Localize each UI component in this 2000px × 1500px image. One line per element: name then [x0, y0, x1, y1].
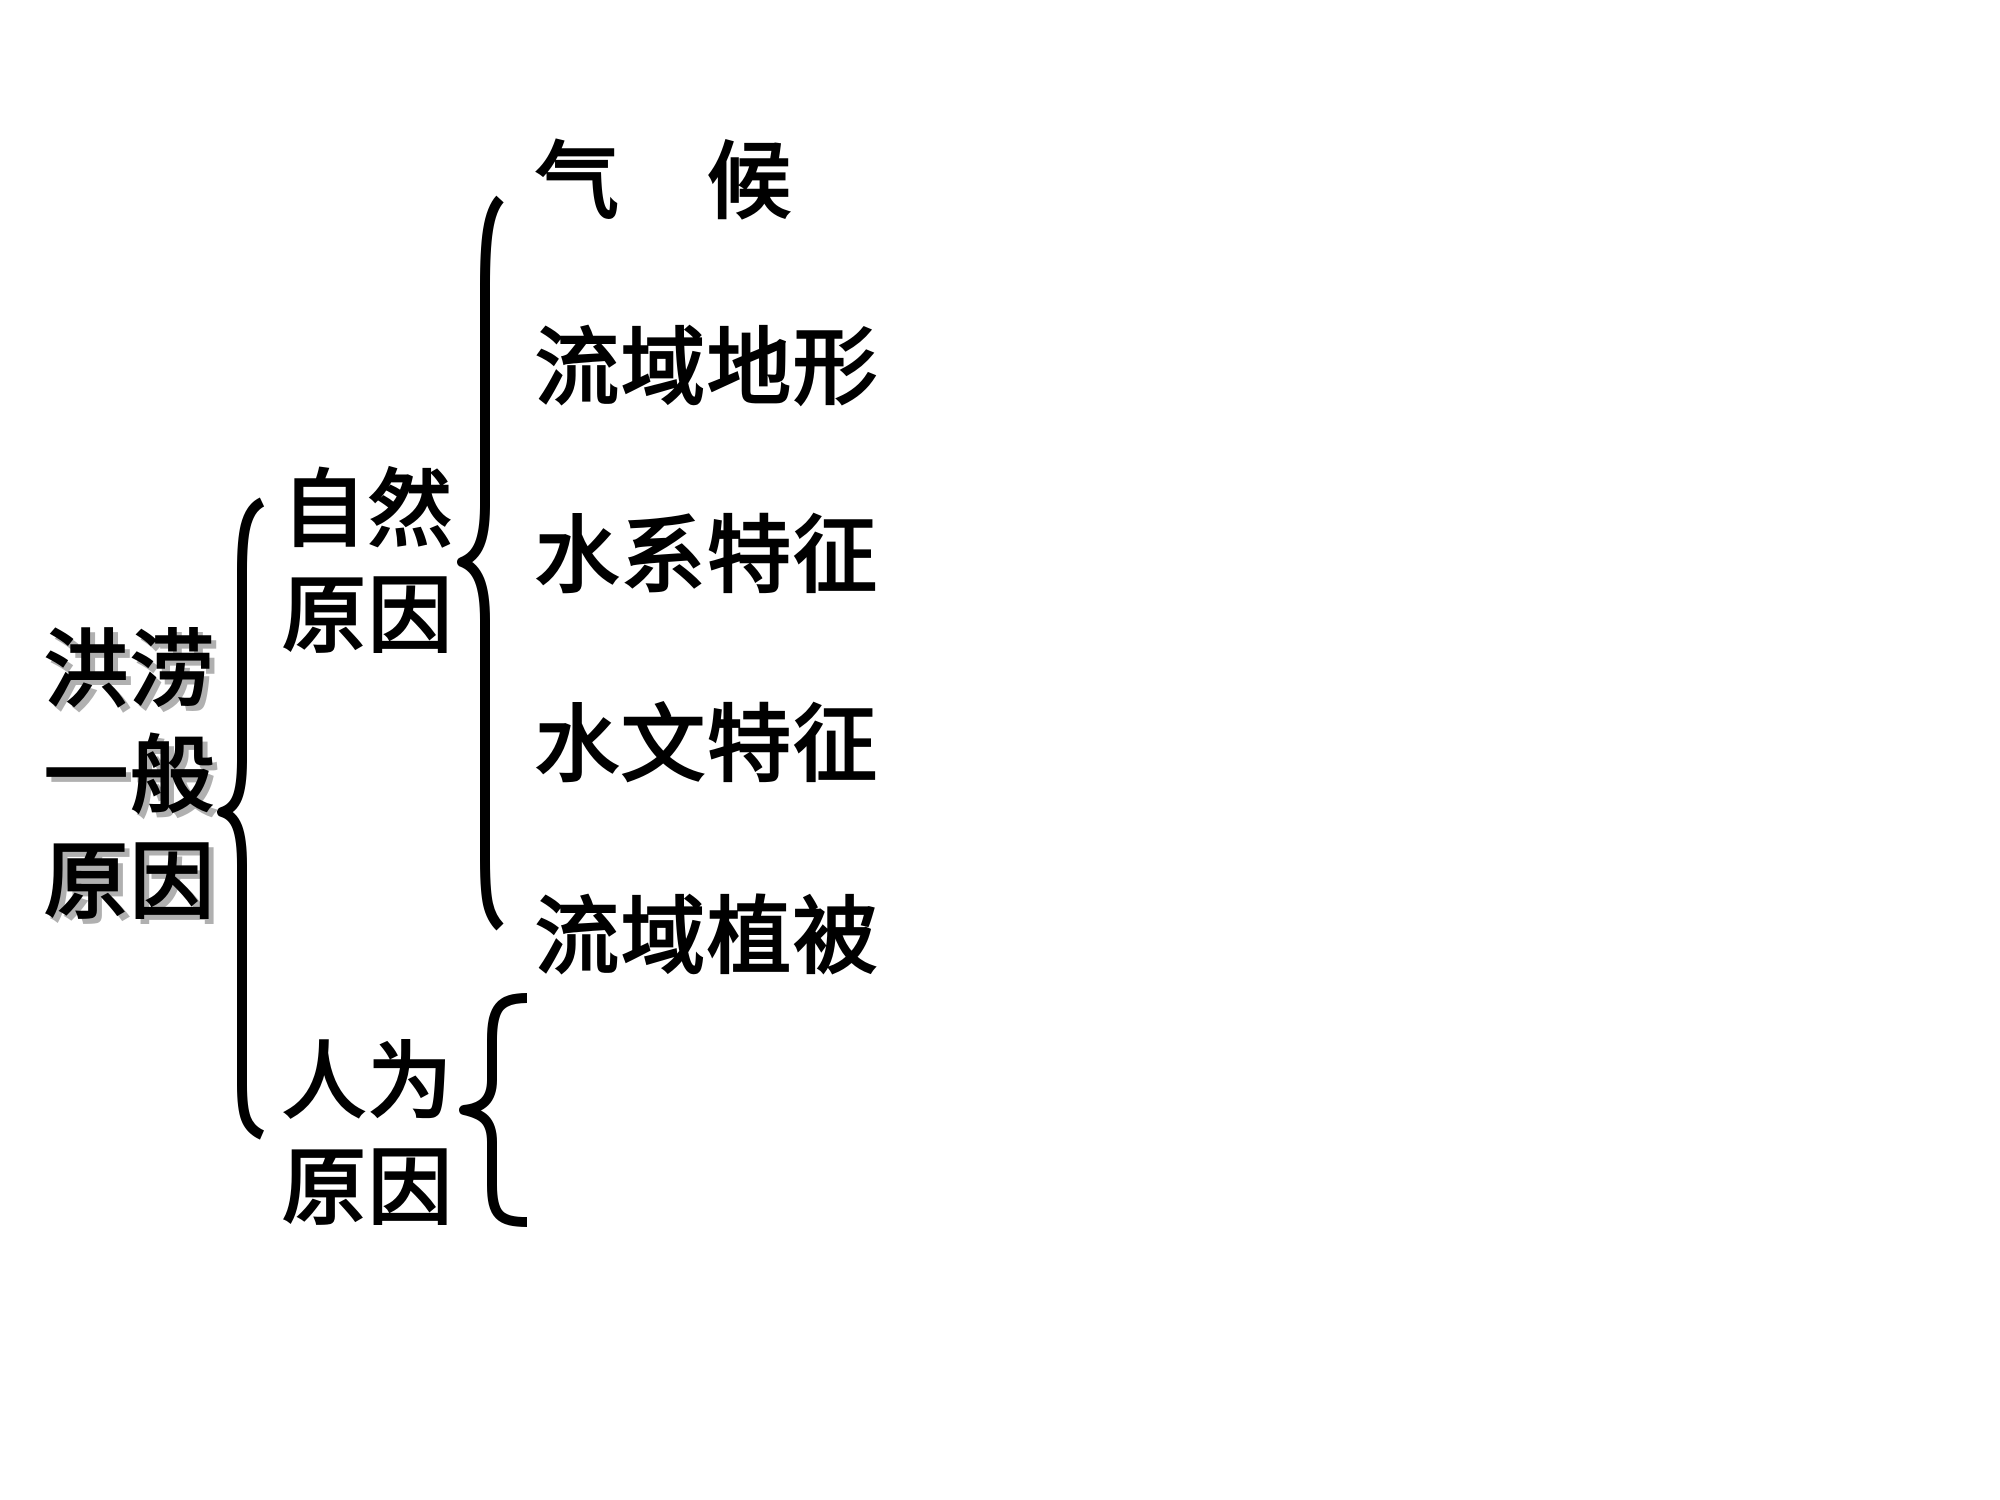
item-climate: 气 候	[535, 132, 794, 231]
branch-human-line: 人为	[282, 1032, 455, 1131]
root-node: 洪涝 一般 原因	[44, 628, 216, 946]
item-river-system: 水系特征	[535, 506, 880, 605]
item-basin-vegetation: 流域植被	[535, 887, 880, 986]
root-line: 洪涝	[44, 620, 217, 719]
branch-natural-line: 原因	[282, 566, 455, 665]
branch-natural-line: 自然	[282, 460, 455, 559]
outer-brace-icon	[217, 497, 265, 1140]
branch-human: 人为 原因	[282, 1040, 454, 1252]
human-brace-icon	[459, 993, 528, 1227]
root-line: 原因	[44, 832, 217, 931]
natural-brace-icon	[457, 195, 504, 931]
root-line: 一般	[44, 726, 217, 825]
item-hydrology: 水文特征	[535, 695, 880, 794]
branch-human-line: 原因	[282, 1138, 455, 1237]
branch-natural: 自然 原因	[282, 468, 454, 680]
item-basin-terrain: 流域地形	[535, 318, 880, 417]
